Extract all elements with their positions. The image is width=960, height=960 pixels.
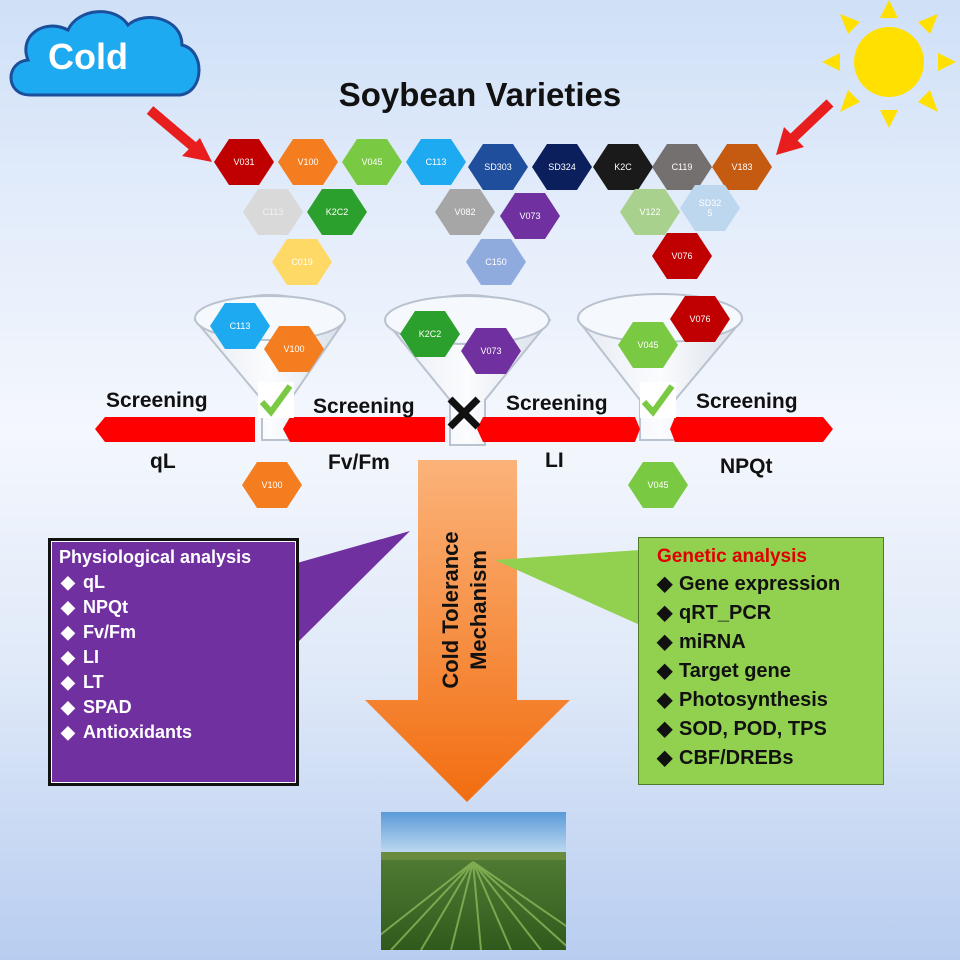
cross-icon <box>447 396 481 430</box>
big-down-arrow <box>365 460 570 802</box>
variety-label: C113 <box>425 157 447 167</box>
variety-label: SD303 <box>484 162 512 172</box>
screening-label: Screening <box>106 389 208 412</box>
list-item: ◆LT <box>61 672 104 692</box>
screening-bar <box>95 417 833 442</box>
soybean-field-photo <box>381 812 566 950</box>
screening-label: Screening <box>506 392 608 415</box>
list-item: ◆Antioxidants <box>61 722 193 742</box>
variety-hexagon: V122 <box>620 189 680 235</box>
variety-hexagon: SD324 <box>532 144 592 190</box>
list-item: ◆CBF/DREBs <box>657 747 794 769</box>
variety-hexagon: C150 <box>466 239 526 285</box>
variety-hexagon: SD303 <box>468 144 528 190</box>
variety-label: V100 <box>261 480 283 490</box>
variety-hexagon: V183 <box>712 144 772 190</box>
variety-hexagon: C113 <box>243 189 303 235</box>
variety-label: V045 <box>361 157 383 167</box>
variety-label: V045 <box>647 480 669 490</box>
variety-label: V031 <box>233 157 255 167</box>
variety-label: C113 <box>229 321 251 331</box>
variety-label: K2C2 <box>325 207 349 217</box>
arrow-text-line1: Cold Tolerance <box>438 531 463 688</box>
list-item: ◆SPAD <box>61 697 132 717</box>
list-item: ◆SOD, POD, TPS <box>657 718 827 740</box>
variety-label: V183 <box>731 162 753 172</box>
variety-label: V073 <box>480 346 502 356</box>
variety-hexagon: C019 <box>272 239 332 285</box>
list-item: ◆qRT_PCR <box>657 602 772 624</box>
variety-label: SD324 <box>548 162 576 172</box>
physiological-list: ◆qL ◆NPQt ◆Fv/Fm ◆LI ◆LT ◆SPAD ◆Antioxid… <box>51 568 296 745</box>
variety-hexagon: V100 <box>278 139 338 185</box>
variety-label: C150 <box>485 257 507 267</box>
variety-hexagon: SD32 5 <box>680 185 740 231</box>
selected-variety-hexagon: V045 <box>628 462 688 508</box>
variety-hexagon: V045 <box>342 139 402 185</box>
variety-hexagon: V073 <box>500 193 560 239</box>
check-icon <box>640 382 676 418</box>
variety-label: V045 <box>637 340 659 350</box>
diagram-title: Soybean Varieties <box>338 76 622 113</box>
arrow-icon-right <box>776 99 834 155</box>
physio-callout-tail <box>290 531 410 650</box>
variety-hexagon: V076 <box>652 233 712 279</box>
variety-label: SD32 5 <box>698 198 722 218</box>
list-item: ◆qL <box>61 572 105 592</box>
list-item: ◆NPQt <box>61 597 128 617</box>
arrow-text: Cold Tolerance Mechanism <box>438 531 491 688</box>
variety-label: V076 <box>689 314 711 324</box>
param-label: NPQt <box>720 455 773 478</box>
list-item: ◆Photosynthesis <box>657 689 828 711</box>
variety-label: V073 <box>519 211 541 221</box>
list-item: ◆miRNA <box>657 631 746 653</box>
genetic-callout-tail <box>495 550 640 625</box>
genetic-title: Genetic analysis <box>657 546 807 567</box>
variety-hexagon: K2C2 <box>307 189 367 235</box>
arrow-icon-left <box>146 106 212 162</box>
variety-hexagon: V082 <box>435 189 495 235</box>
genetic-analysis-box: Genetic analysis ◆Gene expression ◆qRT_P… <box>638 537 884 785</box>
cold-label: Cold <box>48 36 128 77</box>
variety-label: C119 <box>671 162 693 172</box>
list-item: ◆Fv/Fm <box>61 622 137 642</box>
cold-cloud-icon <box>9 10 201 97</box>
variety-label: K2C <box>614 162 632 172</box>
screening-label: Screening <box>313 395 415 418</box>
selected-variety-hexagon: V100 <box>242 462 302 508</box>
variety-hexagon: C113 <box>406 139 466 185</box>
param-label: LI <box>545 449 564 472</box>
variety-label: V082 <box>454 207 476 217</box>
param-label: qL <box>150 450 176 473</box>
variety-label: V100 <box>283 344 305 354</box>
screening-label: Screening <box>696 390 798 413</box>
variety-hexagon: C119 <box>652 144 712 190</box>
list-item: ◆Gene expression <box>657 573 841 595</box>
list-item: ◆LI <box>61 647 99 667</box>
variety-hexagon: V031 <box>214 139 274 185</box>
variety-label: V122 <box>639 207 661 217</box>
sun-icon <box>822 0 956 128</box>
variety-label: V100 <box>297 157 319 167</box>
variety-label: V076 <box>671 251 693 261</box>
physiological-analysis-box: Physiological analysis ◆qL ◆NPQt ◆Fv/Fm … <box>48 538 299 786</box>
arrow-text-line2: Mechanism <box>466 550 491 670</box>
genetic-list: ◆Gene expression ◆qRT_PCR ◆miRNA ◆Target… <box>639 568 883 773</box>
param-label: Fv/Fm <box>328 451 390 474</box>
check-icon <box>258 382 294 418</box>
physiological-title: Physiological analysis <box>59 547 252 567</box>
list-item: ◆Target gene <box>657 660 791 682</box>
variety-label: K2C2 <box>418 329 442 339</box>
variety-hexagon: K2C <box>593 144 653 190</box>
variety-label: C113 <box>262 207 284 217</box>
variety-label: C019 <box>291 257 313 267</box>
